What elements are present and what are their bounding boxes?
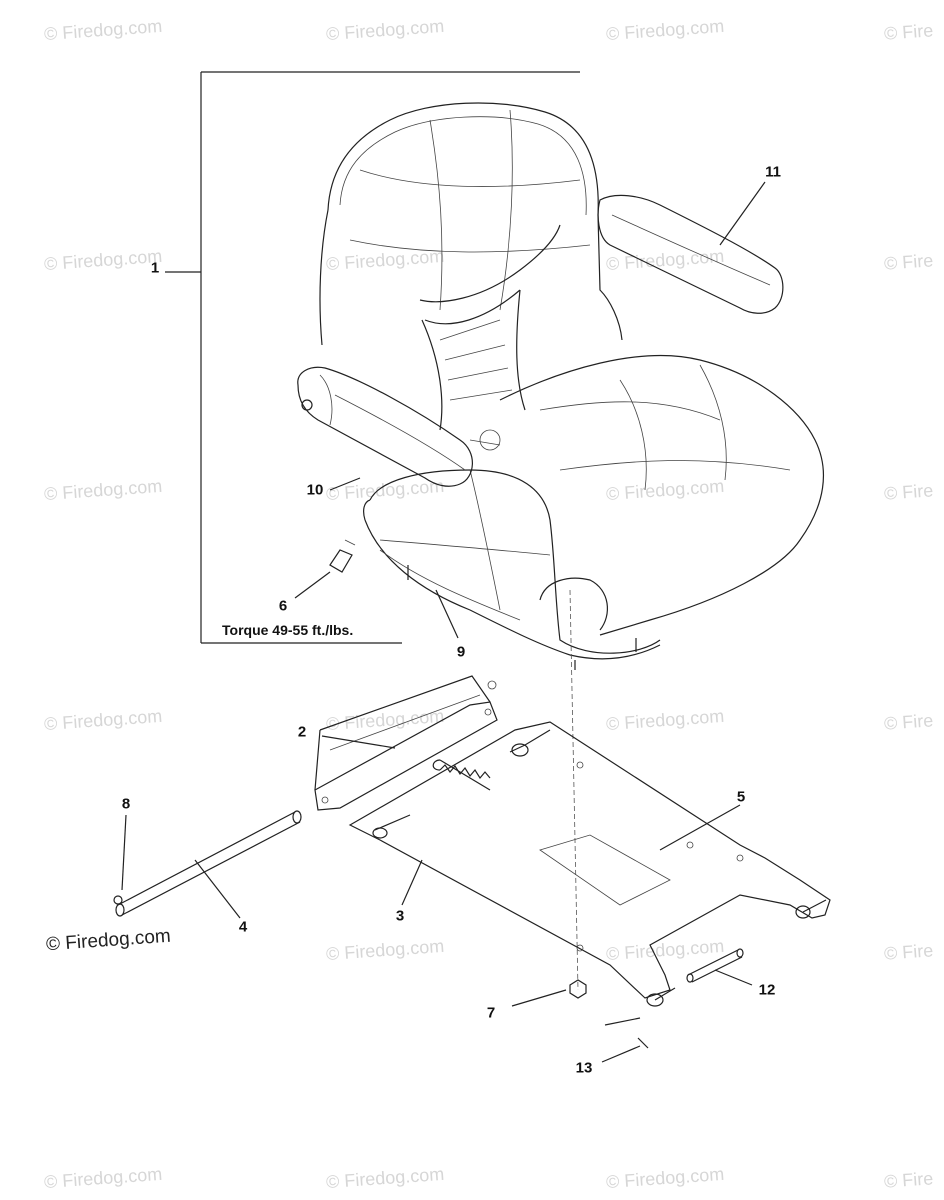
- leader-line: [329, 477, 361, 491]
- part-4-rod: [115, 810, 302, 919]
- alignment-line: [569, 589, 579, 991]
- callout-11: 11: [765, 163, 781, 181]
- callout-2: 2: [297, 723, 307, 741]
- callout-10: 10: [306, 481, 324, 499]
- callout-8: 8: [121, 795, 131, 813]
- callout-6: 6: [278, 597, 288, 615]
- callout-3: 3: [395, 907, 405, 925]
- part-6-bolt: [294, 539, 356, 599]
- part-2-slide-rail: [314, 675, 498, 811]
- leader-line: [719, 181, 766, 246]
- part-8-clip: [113, 814, 127, 905]
- callout-4: 4: [238, 918, 248, 936]
- part-3-spring: [401, 759, 491, 906]
- part-7-nut: [511, 979, 587, 1007]
- assembly-bracket: [165, 71, 580, 644]
- callout-1: 1: [150, 259, 160, 277]
- callout-5: 5: [736, 788, 746, 806]
- part-13-cotter-pin: [601, 1017, 649, 1063]
- part-5-seat-plate: [348, 721, 831, 1007]
- seat-drawing: [297, 102, 825, 670]
- callout-13: 13: [575, 1059, 593, 1077]
- callout-7: 7: [486, 1004, 496, 1022]
- callout-12: 12: [758, 981, 776, 999]
- part-12-pin: [686, 948, 753, 986]
- torque-note: Torque 49-55 ft./lbs.: [222, 622, 354, 638]
- leader-line: [435, 589, 459, 639]
- callout-9: 9: [456, 643, 466, 661]
